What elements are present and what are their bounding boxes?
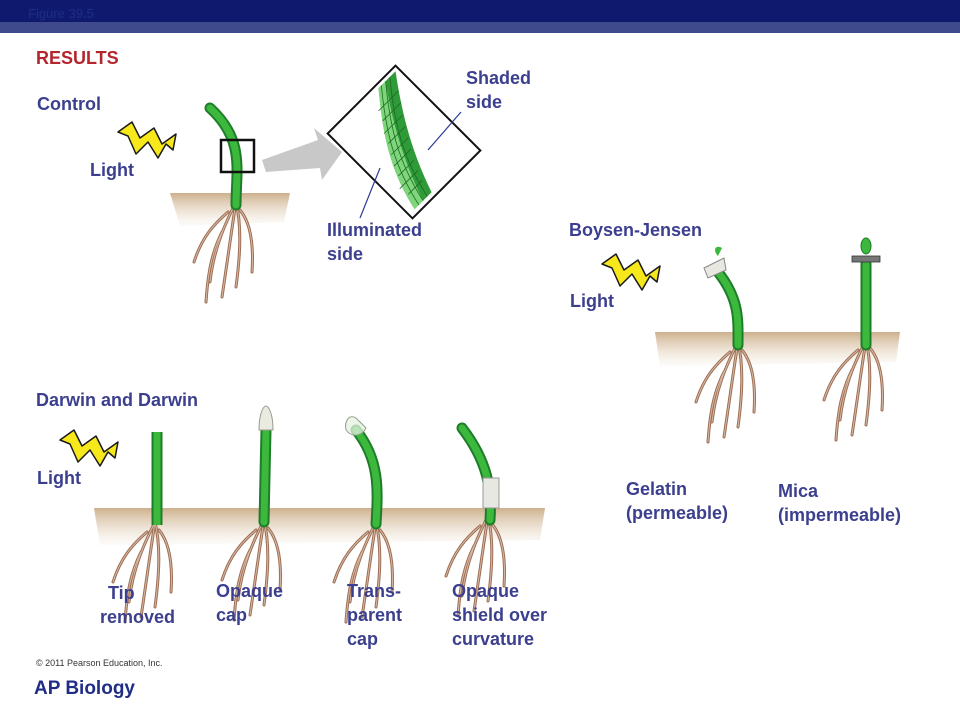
control-light-label: Light — [90, 160, 134, 180]
gelatin-label: Gelatin(permeable) — [626, 479, 729, 523]
opaque-cap-coleoptile — [260, 426, 270, 526]
control-title: Control — [37, 94, 101, 114]
gelatin-block — [703, 257, 727, 279]
mica-label: Mica(impermeable) — [778, 481, 902, 525]
footer-course-title: AP Biology — [34, 678, 135, 699]
control-light-bolt — [117, 121, 177, 159]
zoom-arrow — [262, 128, 342, 180]
header-bar — [0, 0, 960, 22]
transparent-cap-coleoptile — [352, 426, 381, 528]
darwin-light-label: Light — [37, 468, 81, 488]
boysen-jensen-title: Boysen-Jensen — [569, 220, 703, 240]
results-label: RESULTS — [36, 48, 119, 68]
opaque-shield — [482, 477, 500, 509]
copyright-notice: © 2011 Pearson Education, Inc. — [36, 658, 163, 668]
control-zoom-box — [219, 138, 256, 174]
mica-barrier — [851, 255, 881, 263]
header-bar-stripe — [0, 22, 960, 33]
figure-label: Figure 39.5 — [28, 6, 94, 21]
transparent-cap — [345, 416, 367, 436]
boysen-soil — [655, 332, 900, 366]
shaded-side-pointer — [427, 111, 462, 151]
cell-magnification — [326, 64, 482, 220]
darwin-light-bolt — [59, 429, 119, 467]
gelatin-coleoptile — [714, 268, 742, 349]
illuminated-side-pointer — [359, 167, 381, 219]
darwin-soil — [94, 508, 545, 545]
boysen-light-label: Light — [570, 291, 614, 311]
opaque-shield-coleoptile — [458, 424, 494, 524]
opaque-cap — [258, 405, 274, 431]
darwin-title: Darwin and Darwin — [36, 390, 199, 410]
boysen-light-bolt — [601, 253, 661, 291]
control-soil — [170, 193, 290, 226]
